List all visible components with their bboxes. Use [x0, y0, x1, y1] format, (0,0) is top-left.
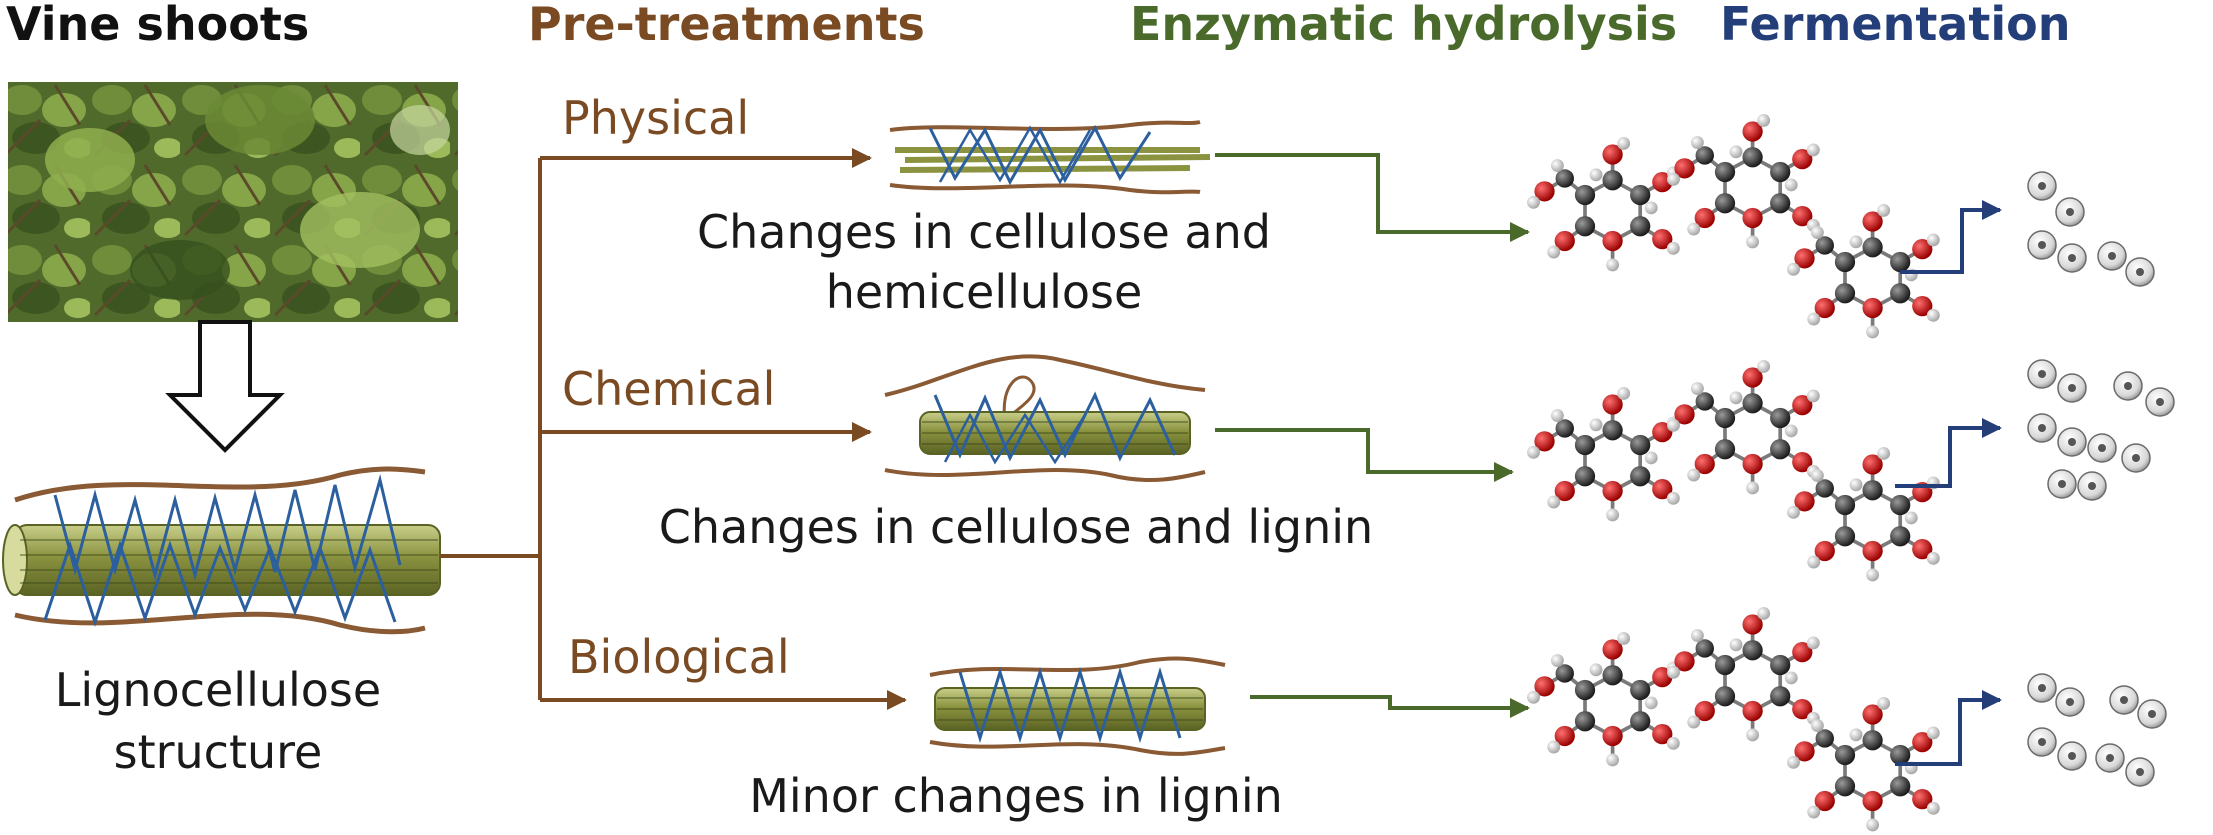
header-vine-shoots: Vine shoots — [6, 0, 309, 51]
biological-fiber-illustration — [929, 656, 1226, 756]
ethanol-molecules-icon — [2027, 727, 2057, 757]
ethanol-molecules-icon — [2057, 741, 2087, 771]
glucose-molecules-physical — [1525, 112, 1942, 341]
ethanol-molecules-icon — [2047, 469, 2077, 499]
glucose-molecules-chemical — [1525, 358, 1942, 584]
ethanol-molecules-icon — [2145, 387, 2175, 417]
ethanol-molecules-icon — [2027, 413, 2057, 443]
physical-fiber-illustration — [889, 120, 1211, 195]
glucose-molecule-icon — [1525, 385, 1682, 524]
header-pretreatments: Pre-treatments — [528, 0, 925, 51]
ethanol-molecules-icon — [2055, 197, 2085, 227]
chemical-caption: Changes in cellulose and lignin — [659, 500, 1373, 554]
ethanol-molecules-icon — [2055, 687, 2085, 717]
header-enzymatic-hydrolysis: Enzymatic hydrolysis — [1130, 0, 1677, 51]
ethanol-molecules-icon — [2057, 243, 2087, 273]
biological-caption: Minor changes in lignin — [749, 769, 1283, 823]
glucose-molecule-icon — [1665, 112, 1822, 251]
ethanol-molecules-icon — [2095, 743, 2125, 773]
hollow-down-arrow-icon — [165, 320, 285, 453]
ethanol-molecules-icon — [2097, 241, 2127, 271]
ethanol-molecules-bottom — [2027, 673, 2167, 787]
physical-caption-line2: hemicellulose — [826, 265, 1143, 319]
ethanol-molecules-icon — [2027, 230, 2057, 260]
pretreatment-branch-lines — [440, 148, 907, 710]
pretreatment-label-biological: Biological — [568, 630, 790, 684]
pretreatment-label-chemical: Chemical — [562, 362, 775, 416]
header-fermentation: Fermentation — [1720, 0, 2070, 51]
ethanol-molecules-icon — [2125, 757, 2155, 787]
ethanol-molecules-icon — [2137, 699, 2167, 729]
pretreatment-label-physical: Physical — [562, 91, 749, 145]
fermentation-arrows — [1895, 200, 2002, 766]
glucose-molecule-icon — [1665, 605, 1822, 744]
ethanol-molecules-top — [2027, 171, 2155, 287]
lignocellulose-structure-illustration — [2, 466, 441, 635]
ethanol-molecules-icon — [2027, 359, 2057, 389]
lignocellulose-caption-line2: structure — [114, 725, 323, 779]
lignocellulose-caption-line1: Lignocellulose — [55, 663, 381, 717]
glucose-molecule-icon — [1525, 135, 1682, 274]
glucose-molecule-icon — [1665, 358, 1822, 497]
ethanol-molecules-icon — [2077, 471, 2107, 501]
ethanol-molecules-icon — [2109, 685, 2139, 715]
hydrolysis-arrows — [1215, 153, 1530, 718]
ethanol-molecules-icon — [2113, 371, 2143, 401]
ethanol-molecules-icon — [2087, 433, 2117, 463]
ethanol-molecules-middle — [2027, 359, 2175, 501]
vine-leaves-photo — [8, 82, 458, 322]
ethanol-molecules-icon — [2027, 171, 2057, 201]
ethanol-molecules-icon — [2027, 673, 2057, 703]
ethanol-molecules-icon — [2057, 373, 2087, 403]
ethanol-molecules-icon — [2121, 443, 2151, 473]
ethanol-molecules-icon — [2057, 427, 2087, 457]
chemical-fiber-illustration — [884, 354, 1206, 482]
physical-caption-line1: Changes in cellulose and — [697, 205, 1271, 259]
glucose-molecules-biological — [1525, 605, 1942, 834]
glucose-molecule-icon — [1525, 630, 1682, 769]
ethanol-molecules-icon — [2125, 257, 2155, 287]
